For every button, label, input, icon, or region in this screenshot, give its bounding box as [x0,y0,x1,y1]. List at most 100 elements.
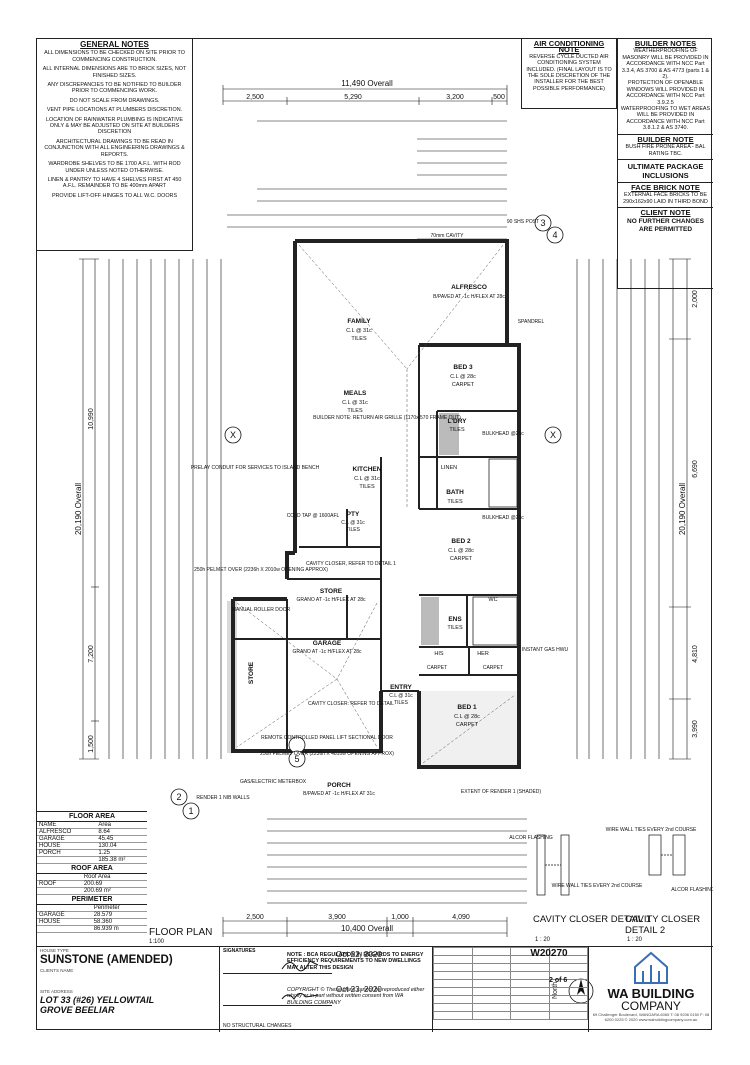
pelmet-annotation: 250h PELMET OVER (2236h X 2010w OPENING … [194,567,328,573]
drawing-sheet: GENERAL NOTES ALL DIMENSIONS TO BE CHECK… [36,38,713,1032]
section-marker: 4 [552,230,557,240]
room-bath: BATH [446,489,464,496]
cell: GARAGE [37,911,92,919]
room-bed2-floor: CARPET [450,556,473,562]
cell: 28.579 [91,911,147,919]
dim-left-overall: 20,190 Overall [74,483,83,535]
note-item: ARCHITECTURAL DRAWINGS TO BE READ IN CON… [44,138,185,158]
room-store-2: STORE [248,661,255,684]
room-bed3-spec: C.L @ 28c [450,374,476,380]
room-alfresco: ALFRESCO [451,284,487,291]
axis-marker: X [230,430,236,440]
room-family-spec: C.L @ 31c [346,328,372,334]
note-item: LINEN & PANTRY TO HAVE 4 SHELVES FIRST A… [47,176,182,190]
builder-note-item: PROTECTION OF OPENABLE WINDOWS WILL PROV… [626,80,705,106]
cell: 200.69 [81,880,147,888]
col-header: Perimeter [91,905,147,912]
cell: 1.25 [96,849,147,857]
cold-tap-annotation: COLD TAP @ 1600AFL [287,513,340,519]
room-pty-floor: TILES [346,527,361,533]
room-kitchen-floor: TILES [359,484,375,490]
builder-note-item: WATERPROOFING TO WET AREAS WILL BE PROVI… [620,106,711,132]
room-store-spec: GRANO AT -1c H/FLEX AT 28c [296,597,366,603]
room-kitchen: KITCHEN [353,466,382,473]
general-notes: GENERAL NOTES ALL DIMENSIONS TO BE CHECK… [37,39,193,251]
axis-marker: X [550,430,556,440]
col-header: Area [96,822,147,829]
house-type: SUNSTONE (AMENDED) [40,954,173,966]
note-item: ALL DIMENSIONS TO BE CHECKED ON SITE PRI… [44,50,185,63]
prelay-annotation: PRELAY CONDUIT FOR SERVICES TO ISLAND BE… [191,465,320,471]
site-address-label: SITE ADDRESS [40,989,73,994]
room-family-floor: TILES [351,336,367,342]
room-linen: LINEN [441,465,457,471]
room-bed1: BED 1 [457,704,477,711]
signature-date-2: Oct 23, 2020 [336,985,382,994]
cell: PORCH [37,849,97,857]
room-meals-spec: C.L @ 31c [342,400,368,406]
note-item: ALL INTERNAL DIMENSIONS ARE TO BRICK SIZ… [42,66,187,79]
dim-left-seg: 1,500 [88,735,95,753]
room-ens-floor: TILES [447,625,463,631]
dim-right-seg: 4,810 [692,645,699,663]
package-label: ULTIMATE PACKAGE INCLUSIONS [618,160,713,183]
builder-notes-title: BUILDER NOTES [634,39,697,48]
nib-annotation: RENDER 1 NIB WALLS [196,795,250,801]
shs-annotation: 90 SHS POST [507,219,539,225]
cavity-closer-annotation: CAVITY CLOSER: REFER TO DETAIL [308,701,394,707]
section-marker: 1 [188,806,193,816]
dim-top-seg: 500 [493,94,505,101]
cell: 58.360 [91,918,147,926]
general-notes-title: GENERAL NOTES [80,40,149,49]
dim-bottom-seg: 3,900 [328,914,346,921]
house-type-label: HOUSE TYPE [40,948,69,953]
room-porch-spec: B/PAVED AT -1c H/FLEX AT 31c [303,791,375,797]
client-note-title: CLIENT NOTE [640,208,691,218]
detail1-title: CAVITY CLOSER DETAIL 1 [533,914,651,925]
copyright-note: COPYRIGHT © These plans cannot be reprod… [287,987,425,1006]
company-address: 69 Challenger Boulevard, WANGARA 6065 T:… [592,1012,710,1022]
signature-date-1: Oct 22, 2020 [336,950,382,959]
room-bed3: BED 3 [453,364,473,371]
dim-bottom-seg: 2,500 [246,914,264,921]
face-brick-title: FACE BRICK NOTE [631,182,700,192]
revision-table [433,947,589,1032]
room-entry-floor: TILES [394,700,409,706]
roof-area-title: ROOF AREA [37,864,147,874]
extent-render-annotation: EXTENT OF RENDER 1 (SHADED) [461,789,542,795]
cell: 86.939 m [91,925,147,933]
cell: ROOF [37,880,82,888]
room-garage: GARAGE [313,640,342,647]
room-his: HIS [434,651,444,657]
room-meals: MEALS [344,390,367,397]
cell: ALFRESCO [37,828,97,836]
cell: 45.45 [96,835,147,843]
dim-right-seg: 2,000 [692,290,699,308]
room-entry-spec: C.L @ 31c [389,693,413,699]
title-block-project: HOUSE TYPE SUNSTONE (AMENDED) CLIENTS NA… [37,947,220,1032]
signatures-block: SIGNATURES Oct 22, 2020 Oct 23, 2020 NO … [220,947,433,1032]
cell: GARAGE [37,835,97,843]
detail1-scale: 1 : 20 [535,937,551,943]
dim-left-seg: 7,200 [88,645,95,663]
sheet-number: 2 of 6 [549,977,568,984]
bca-note-text: NOTE : BCA REGULATION IN REGARDS TO ENER… [287,952,424,971]
section-marker: 2 [176,792,181,802]
room-wc: WC [488,597,497,603]
cell: 130.04 [96,842,147,850]
alcor-label: ALCOR FLASHING [509,835,553,841]
room-store: STORE [320,588,343,595]
cell: HOUSE [37,842,97,850]
cell [37,925,92,933]
dim-right-seg: 6,690 [692,460,699,478]
note-item: PROVIDE LIFT-OFF HINGES TO ALL W.C. DOOR… [51,192,178,199]
cell: 200.69 m² [81,887,147,895]
cavity-annotation: 70mm CAVITY [431,233,465,239]
dim-top-seg: 5,290 [344,94,362,101]
address-line-2: GROVE BEELIAR [40,1005,115,1015]
room-meals-floor: TILES [347,408,363,414]
dim-bottom-overall: 10,400 Overall [341,924,393,933]
address-line-1: LOT 33 (#26) YELLOWTAIL [40,995,155,1005]
bulkhead-annotation: BULKHEAD @25c [482,515,524,521]
